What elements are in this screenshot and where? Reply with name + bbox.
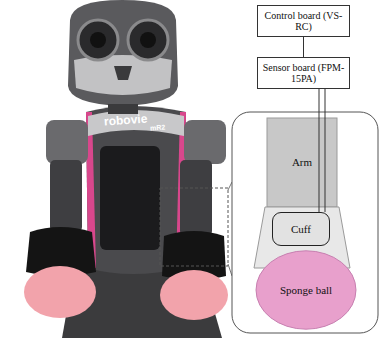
sponge-ball-photo [24,266,96,318]
wire-stroke [303,37,304,57]
node-text: Cuff [291,223,311,236]
robot-head [68,0,178,106]
wire-stroke [319,89,320,212]
node-text: Sensor board (FPM-15PA) [262,62,345,85]
wire-stroke [325,89,326,212]
robot-eye [78,20,118,60]
callout-line [228,182,232,190]
sponge-ball-circle: Sponge ball [255,250,357,330]
node-text: Arm [292,156,312,169]
robot-arm [180,160,212,236]
wire-connector [303,37,304,57]
chest-screen [100,146,160,250]
callout-line [228,264,232,276]
robot-mouth [114,66,132,80]
model-text: mR2 [150,123,166,131]
robot-arm [50,160,82,232]
robot-shoulder [184,120,226,164]
arm-fill [267,118,337,207]
detail-region [232,112,378,333]
cuff-box: Cuff [272,212,330,246]
board-box: Control board (VS-RC) [257,5,350,37]
eye-pupil [140,32,156,48]
board-box: Sensor board (FPM-15PA) [257,57,350,89]
cable-connector [319,89,325,212]
chest-band [88,110,184,136]
arm-box: Arm [267,118,337,207]
face-mask [74,55,172,95]
sponge-ball-photo [160,270,228,320]
robot-shoulder [46,120,88,164]
robot-eye [128,20,168,60]
node-text: Sponge ball [280,284,332,297]
eye-pupil [90,32,106,48]
node-text: Control board (VS-RC) [262,10,345,33]
dashed-callout [160,188,228,266]
